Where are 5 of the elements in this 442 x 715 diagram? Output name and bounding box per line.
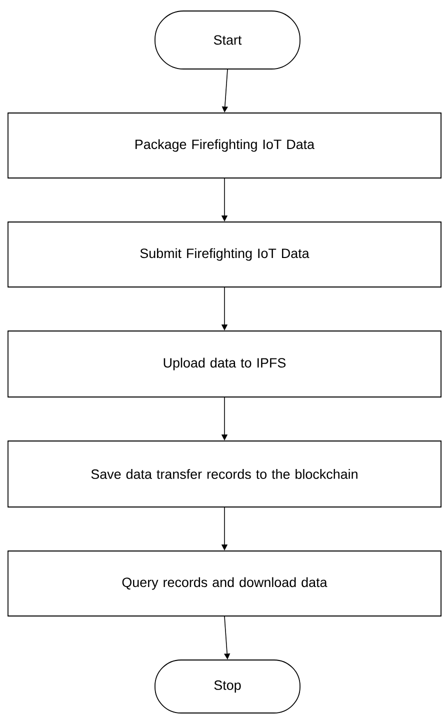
process-box: Query records and download data (8, 550, 442, 616)
process-box: Submit Firefighting IoT Data (8, 222, 442, 288)
process-box: Package Firefighting IoT Data (8, 112, 442, 178)
process-box: Upload data to IPFS (8, 330, 442, 398)
process-box: Save data transfer records to the blockchain (8, 440, 442, 508)
